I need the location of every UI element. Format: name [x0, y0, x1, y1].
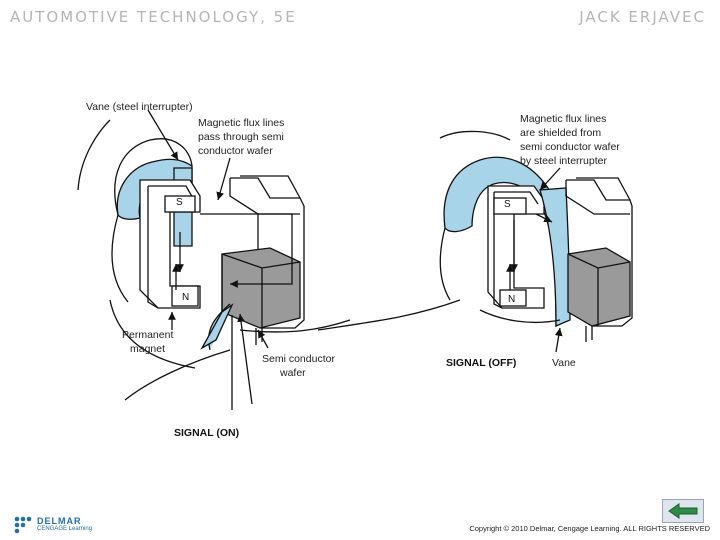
right-pole-n [499, 289, 527, 307]
left-pole-n-label: N [182, 292, 189, 303]
back-button[interactable] [662, 499, 704, 523]
delmar-logo-icon [14, 516, 32, 534]
left-wafer-label: Semi conductor wafer [262, 353, 338, 379]
left-pole-s-label: S [176, 197, 183, 208]
slide-header-left: AUTOMOTIVE TECHNOLOGY, 5E [10, 8, 297, 26]
right-assembly [317, 130, 633, 353]
right-pole-s-label: S [504, 199, 511, 210]
right-signal-label: SIGNAL (OFF) [446, 357, 516, 369]
left-pole-s [164, 195, 196, 213]
back-arrow-icon [668, 503, 698, 519]
right-pole-n-label: N [508, 294, 515, 305]
right-flux-label: Magnetic flux lines are shielded from se… [520, 113, 623, 167]
left-flux-line [200, 213, 293, 288]
left-magnet-label: Permanent magnet [122, 329, 176, 355]
right-magnet-frame [487, 185, 545, 309]
slide-header-right: JACK ERJAVEC [579, 8, 706, 26]
right-semiconductor-wafer [567, 247, 631, 327]
right-signal-wire [317, 299, 461, 331]
left-assembly [77, 109, 351, 410]
logo-line2: CENGAGE Learning [37, 526, 93, 532]
left-pole-n [171, 285, 199, 307]
right-vane-slot [539, 187, 571, 327]
copyright-text: Copyright © 2010 Delmar, Cengage Learnin… [469, 524, 710, 533]
left-vane-label: Vane (steel interrupter) [86, 101, 193, 113]
right-vane-label: Vane [552, 357, 576, 369]
delmar-cengage-logo: DELMAR CENGAGE Learning [12, 514, 92, 534]
logo-line1: DELMAR [37, 516, 82, 526]
left-signal-label: SIGNAL (ON) [174, 427, 239, 439]
left-semiconductor-wafer [221, 247, 301, 329]
left-flux-label: Magnetic flux lines pass through semi co… [198, 117, 287, 157]
right-pole-s [493, 197, 527, 215]
